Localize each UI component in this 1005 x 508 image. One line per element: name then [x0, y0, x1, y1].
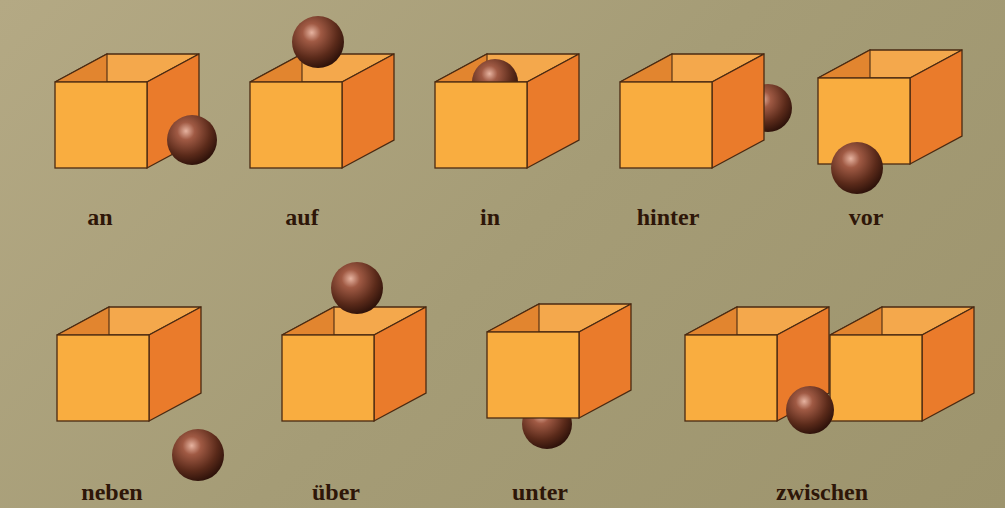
preposition-label: vor [849, 205, 884, 229]
cube [250, 54, 394, 168]
cube [830, 307, 974, 421]
ball [831, 142, 883, 194]
preposition-label: zwischen [776, 480, 868, 504]
preposition-label: an [87, 205, 112, 229]
ball [172, 429, 224, 481]
preposition-label: hinter [637, 205, 700, 229]
cube [435, 54, 579, 168]
ball [292, 16, 344, 68]
preposition-label: unter [512, 480, 568, 504]
preposition-label: auf [285, 205, 318, 229]
cube [487, 304, 631, 418]
cube [818, 50, 962, 164]
preposition-label: in [480, 205, 500, 229]
cube [282, 307, 426, 421]
cube [57, 307, 201, 421]
ball [331, 262, 383, 314]
ball [786, 386, 834, 434]
cube [620, 54, 764, 168]
preposition-label: neben [81, 480, 142, 504]
ball [167, 115, 217, 165]
preposition-label: über [312, 480, 360, 504]
